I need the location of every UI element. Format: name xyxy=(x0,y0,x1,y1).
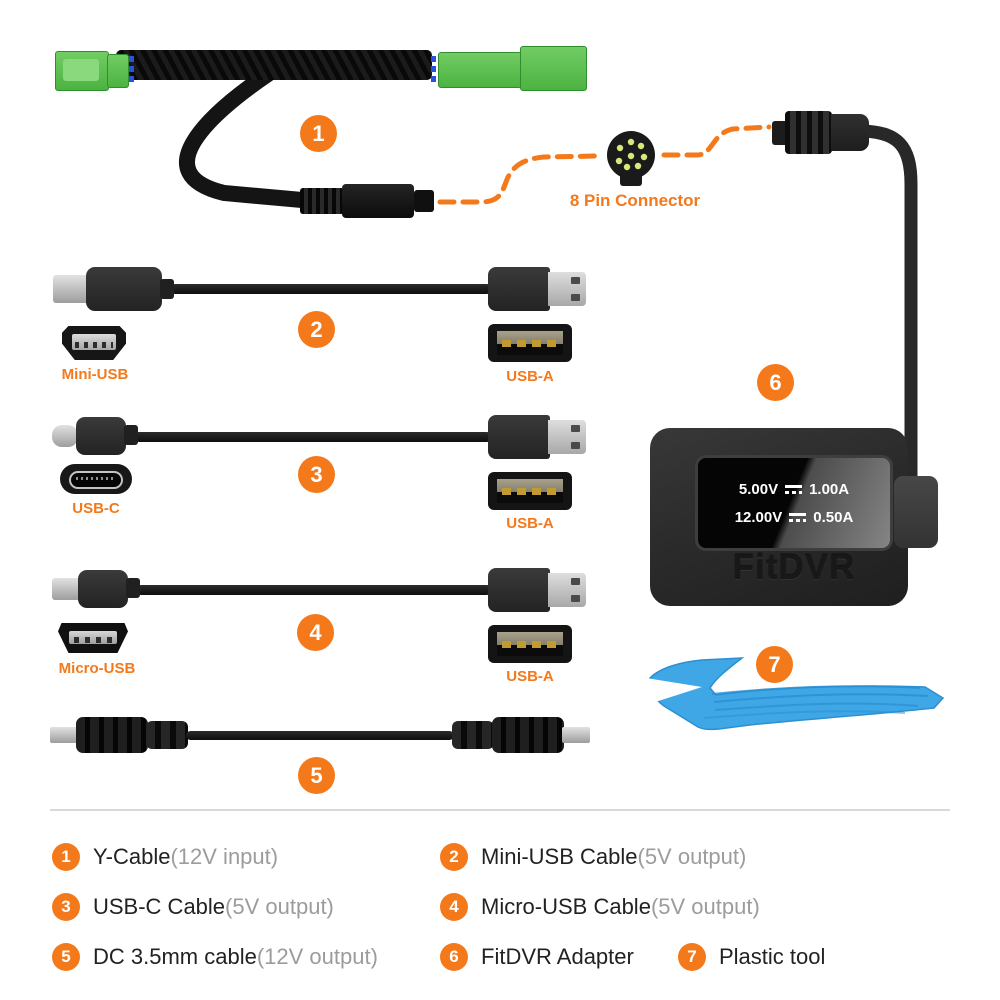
fitdvr-adapter: 5.00V 1.00A 12.00V 0.50A FitDVR xyxy=(650,428,908,606)
legend-name: DC 3.5mm cable xyxy=(93,944,257,969)
cable-wire xyxy=(186,731,454,740)
usb-a-port-icon xyxy=(488,625,572,663)
adapter-plug-body xyxy=(831,114,869,151)
legend-badge-7: 7 xyxy=(678,943,706,971)
dc-plug-body-right xyxy=(492,717,564,753)
legend-note: (12V input) xyxy=(170,844,279,869)
legend-badge-3: 3 xyxy=(52,893,80,921)
dc-plug-body-left xyxy=(76,717,148,753)
adapter-display: 5.00V 1.00A 12.00V 0.50A xyxy=(698,458,890,548)
dc-symbol-icon xyxy=(789,512,807,523)
wire-dots-right xyxy=(431,56,436,82)
legend-badge-5: 5 xyxy=(52,943,80,971)
item-2-badge: 2 xyxy=(298,311,335,348)
legend-name: Micro-USB Cable xyxy=(481,894,651,919)
micro-usb-port-icon xyxy=(58,623,128,653)
item-1-badge: 1 xyxy=(300,115,337,152)
usb-a-port-icon xyxy=(488,472,572,510)
dc-symbol-icon xyxy=(785,484,803,495)
legend-badge-6: 6 xyxy=(440,943,468,971)
item-7-badge: 7 xyxy=(756,646,793,683)
barrel-socket-body xyxy=(342,184,414,218)
legend-name: USB-C Cable xyxy=(93,894,226,919)
dc-plug-rings-right xyxy=(452,721,494,749)
legend-name: FitDVR Adapter xyxy=(481,944,634,969)
adapter-plug-rings xyxy=(785,111,832,154)
item-5-badge: 5 xyxy=(298,757,335,794)
eight-pin-connector-label: 8 Pin Connector xyxy=(569,191,701,210)
legend-note: (5V output) xyxy=(650,894,760,919)
display-line-1: 5.00V 1.00A xyxy=(738,480,850,498)
display-line-2: 12.00V 0.50A xyxy=(734,508,854,526)
legend-divider xyxy=(50,809,950,811)
usb-a-label: USB-A xyxy=(506,368,554,385)
usb-a-port-icon xyxy=(488,324,572,362)
legend-badge-2: 2 xyxy=(440,843,468,871)
legend-item-3: 3 USB-C Cable(5V output) xyxy=(52,893,334,921)
legend-badge-1: 1 xyxy=(52,843,80,871)
legend-item-2: 2 Mini-USB Cable(5V output) xyxy=(440,843,746,871)
dashed-connector-line xyxy=(661,124,772,158)
adapter-cable-housing xyxy=(894,476,938,548)
adapter-plug-tip xyxy=(772,121,786,145)
plug-neck xyxy=(124,425,138,445)
legend-item-1: 1 Y-Cable(12V input) xyxy=(52,843,278,871)
legend-item-7: 7 Plastic tool xyxy=(678,943,825,971)
usb-a-plug-body xyxy=(488,568,550,612)
dc-plug-tip-left xyxy=(50,727,78,743)
y-cable-sleeve xyxy=(116,50,432,80)
usb-a-plug-shield xyxy=(548,573,586,607)
legend-note: (5V output) xyxy=(225,894,334,919)
mini-usb-plug-tip xyxy=(53,275,89,303)
legend-item-6: 6 FitDVR Adapter xyxy=(440,943,634,971)
green-connector-left-tab xyxy=(63,59,99,81)
micro-usb-plug-tip xyxy=(52,578,80,600)
mini-usb-port-icon xyxy=(62,326,126,360)
usb-c-label: USB-C xyxy=(72,500,120,517)
usb-c-port-icon xyxy=(60,464,132,494)
usb-a-plug-shield xyxy=(548,420,586,454)
plug-neck xyxy=(160,279,174,299)
mini-usb-label: Mini-USB xyxy=(61,366,129,383)
item-4-badge: 4 xyxy=(297,614,334,651)
usb-c-plug-body xyxy=(76,417,126,455)
legend-note: (12V output) xyxy=(256,944,378,969)
wire-dots-left xyxy=(129,56,134,82)
usb-a-label: USB-A xyxy=(506,668,554,685)
y-cable-branch xyxy=(179,66,310,208)
plastic-tool xyxy=(646,657,945,731)
usb-a-plug-shield xyxy=(548,272,586,306)
green-connector-left-neck xyxy=(107,54,129,88)
micro-usb-plug-body xyxy=(78,570,128,608)
item-6-badge: 6 xyxy=(757,364,794,401)
barrel-socket-ribs xyxy=(300,188,344,214)
micro-usb-label: Micro-USB xyxy=(58,660,136,677)
cable-wire xyxy=(170,284,492,294)
legend-name: Mini-USB Cable xyxy=(481,844,638,869)
dc-plug-rings-left xyxy=(146,721,188,749)
legend-name: Y-Cable xyxy=(93,844,171,869)
usb-a-plug-body xyxy=(488,415,550,459)
mini-usb-plug-body xyxy=(86,267,162,311)
usb-a-plug-body xyxy=(488,267,550,311)
cable-wire xyxy=(134,432,492,442)
8-pin-connector-icon xyxy=(607,131,655,186)
green-connector-right-neck xyxy=(438,52,522,88)
legend-item-5: 5 DC 3.5mm cable(12V output) xyxy=(52,943,378,971)
plug-neck xyxy=(126,578,140,598)
legend-note: (5V output) xyxy=(637,844,747,869)
dc-plug-tip-right xyxy=(562,727,590,743)
usb-a-label: USB-A xyxy=(506,515,554,532)
cable-wire xyxy=(136,585,492,595)
barrel-socket-tip xyxy=(414,190,434,212)
legend-badge-4: 4 xyxy=(440,893,468,921)
legend-name: Plastic tool xyxy=(719,944,826,969)
green-connector-right xyxy=(520,46,587,91)
usb-c-plug-tip xyxy=(52,425,78,447)
legend-item-4: 4 Micro-USB Cable(5V output) xyxy=(440,893,760,921)
fitdvr-logo: FitDVR xyxy=(732,548,856,587)
item-3-badge: 3 xyxy=(298,456,335,493)
